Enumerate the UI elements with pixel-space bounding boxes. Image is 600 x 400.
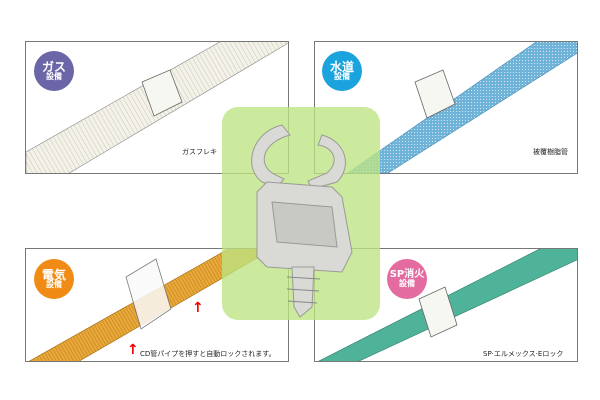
badge-sprinkler: SP消火 設備: [387, 259, 427, 299]
badge-subtitle: 設備: [399, 279, 415, 289]
cd-pipe-illustration: [28, 249, 274, 361]
badge-title: SP消火: [389, 268, 425, 280]
caption-gas: ガスフレキ: [182, 148, 217, 156]
badge-title: ガス: [41, 59, 66, 74]
badge-subtitle: 設備: [46, 280, 62, 290]
badge-water: 水道 設備: [322, 51, 362, 91]
badge-subtitle: 設備: [46, 72, 62, 82]
pipe-clip-product-image: [251, 124, 353, 318]
badge-subtitle: 設備: [334, 72, 350, 82]
badge-title: 水道: [329, 59, 354, 74]
badge-title: 電気: [41, 267, 66, 282]
sprinkler-pipe-illustration: [318, 249, 577, 361]
badge-electric: 電気 設備: [34, 259, 74, 299]
caption-water: 被覆樹脂管: [533, 148, 568, 156]
push-arrow-icon: ↑: [127, 342, 139, 358]
caption-sprinkler: SP·エルメックス·Eロック: [483, 350, 564, 358]
resin-pipe-illustration: [347, 42, 577, 173]
gas-flex-pipe-illustration: [26, 42, 288, 173]
push-arrow-icon: ↑: [192, 300, 204, 316]
badge-gas: ガス 設備: [34, 51, 74, 91]
caption-electric: CD管パイプを押すと自動ロックされます。: [140, 350, 276, 358]
